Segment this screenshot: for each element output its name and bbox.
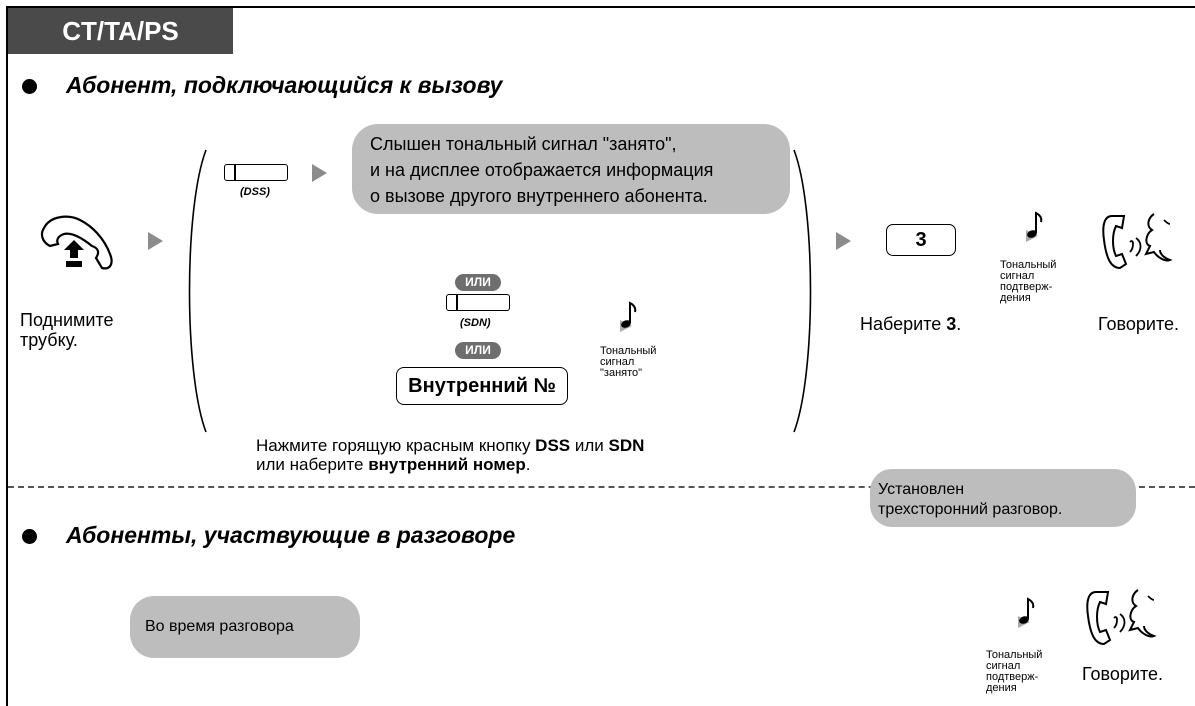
caption-line-2: или наберите внутренний номер.: [256, 455, 531, 474]
confirm-tone-line-2: сигнал: [986, 660, 1021, 672]
dss-key-button[interactable]: [224, 164, 288, 181]
confirm-tone-line-4: дения: [1000, 292, 1031, 304]
confirm-tone-line-3: подтверж-: [1000, 281, 1053, 293]
bullet-icon: [22, 79, 37, 94]
offhook-label-2: трубку.: [20, 330, 78, 350]
status-line-1: Установлен: [878, 481, 965, 498]
handset-offhook-icon: [38, 214, 118, 276]
busy-tone-line-2: сигнал: [600, 356, 635, 368]
sdn-key-button[interactable]: [446, 294, 510, 311]
offhook-label-1: Поднимите: [20, 310, 114, 330]
arrow-icon: [312, 164, 327, 182]
music-note-icon: [1020, 210, 1046, 244]
extension-number-key[interactable]: Внутренний №: [396, 367, 568, 405]
left-parenthesis: [178, 148, 210, 434]
section-divider: [8, 486, 1195, 488]
or-badge: ИЛИ: [455, 274, 501, 291]
caption-line-1: Нажмите горящую красным кнопку DSS или S…: [256, 436, 645, 455]
dial-3-key[interactable]: 3: [886, 224, 956, 256]
busy-tone-line-3: "занято": [600, 367, 643, 379]
talking-handset-icon: [1082, 586, 1158, 648]
frame-top-border: [6, 6, 1195, 8]
music-note-icon: [614, 300, 640, 334]
during-call-label: Во время разговора: [145, 618, 294, 635]
busy-info-line-1: Слышен тональный сигнал "занято",: [370, 134, 677, 154]
music-note-icon: [1012, 596, 1038, 630]
confirm-tone-line-3: подтверж-: [986, 671, 1039, 683]
busy-info-line-2: и на дисплее отображается информация: [370, 160, 714, 180]
talk-label: Говорите.: [1098, 314, 1180, 334]
during-call-bubble: [130, 596, 360, 658]
confirm-tone-line-1: Тональный: [986, 649, 1043, 661]
talk-label: Говорите.: [1082, 664, 1164, 684]
section-title-caller: Абонент, подключающийся к вызову: [66, 72, 503, 98]
status-bubble: [870, 469, 1136, 527]
arrow-icon: [836, 232, 851, 250]
busy-info-line-3: о вызове другого внутреннего абонента.: [370, 186, 708, 206]
arrow-icon: [148, 232, 163, 250]
or-badge: ИЛИ: [455, 342, 501, 359]
frame-left-border: [6, 6, 8, 706]
confirm-tone-line-1: Тональный: [1000, 259, 1057, 271]
section-title-participants: Абоненты, участвующие в разговоре: [66, 522, 516, 548]
confirm-tone-line-2: сигнал: [1000, 270, 1035, 282]
busy-tone-line-1: Тональный: [600, 345, 657, 357]
right-parenthesis: [790, 148, 822, 434]
bullet-icon: [22, 529, 37, 544]
dss-key-label: (DSS): [240, 186, 270, 198]
status-line-2: трехсторонний разговор.: [878, 501, 1063, 518]
dial-3-label: Наберите 3.: [860, 314, 962, 334]
header-tab: CT/TA/PS: [8, 8, 233, 54]
talking-handset-icon: [1098, 210, 1174, 272]
sdn-key-label: (SDN): [460, 317, 491, 329]
busy-info-bubble: [352, 124, 790, 214]
confirm-tone-line-4: дения: [986, 682, 1017, 694]
